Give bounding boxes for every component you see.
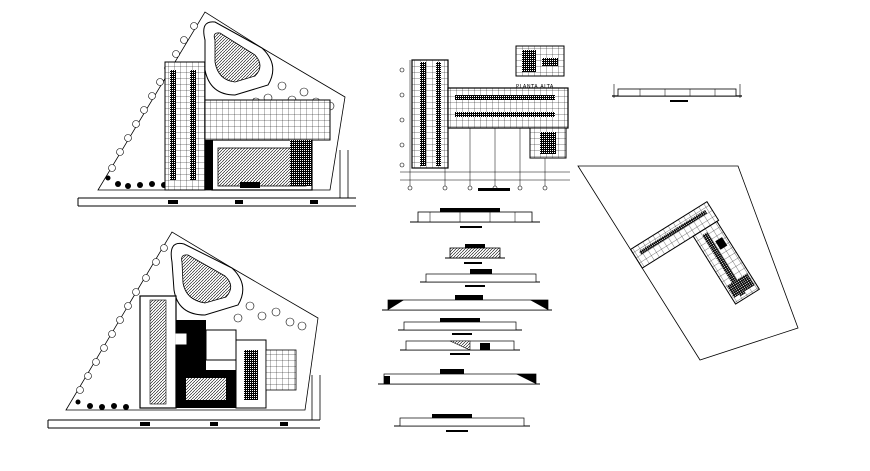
site-plan-top — [77, 11, 356, 207]
site-plan-right — [577, 165, 799, 361]
upper-floor-plan-title: PLANTA ALTA — [516, 84, 554, 90]
tree-row-left — [108, 22, 198, 172]
elevations-stack — [378, 208, 552, 432]
section-top-right — [612, 84, 742, 102]
floor-plan-main — [399, 45, 570, 191]
site-plan-bottom — [47, 231, 321, 429]
